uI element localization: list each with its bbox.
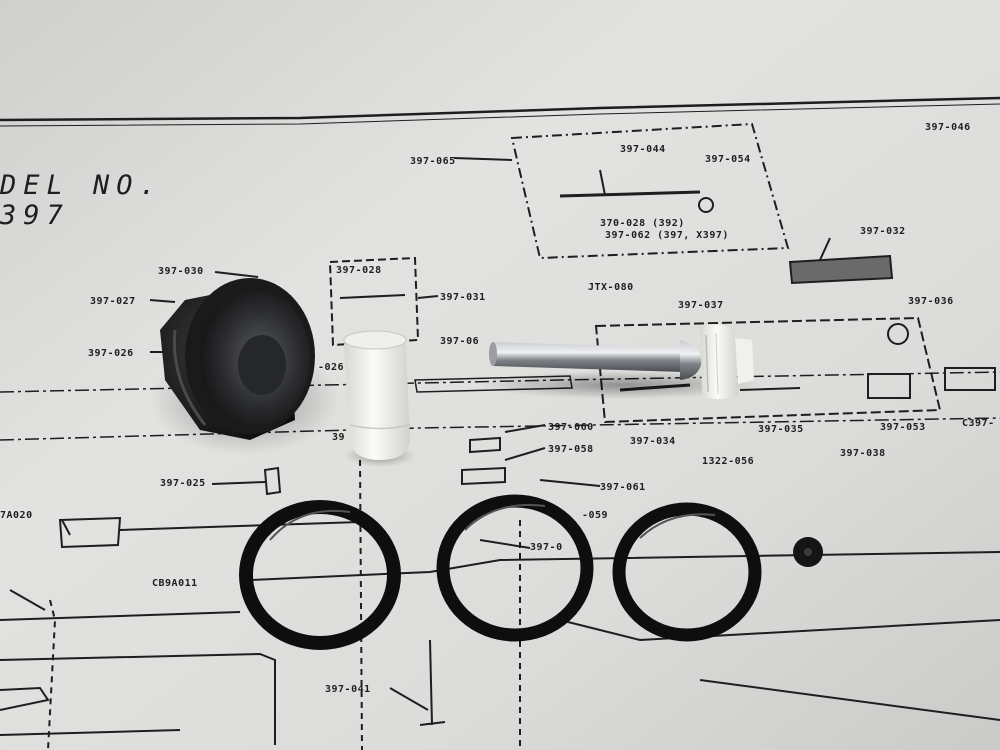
part-label: 397-046	[925, 122, 971, 133]
o-ring-large	[239, 500, 401, 650]
o-ring-tiny	[793, 537, 823, 567]
part-label: -026	[318, 362, 345, 373]
part-label: 397-028	[336, 265, 382, 276]
part-label: 397-058	[548, 444, 594, 455]
part-label: -059	[582, 510, 609, 521]
part-label: 397-030	[158, 266, 204, 277]
part-label: 397-041	[325, 684, 371, 695]
part-label: 397-062 (397, X397)	[605, 230, 729, 241]
part-label: 7A020	[0, 510, 33, 521]
part-label: 370-028 (392)	[600, 218, 685, 229]
model-heading-line-1: DEL NO.	[0, 170, 163, 201]
part-label: 397-0	[530, 542, 563, 553]
part-label: 397-034	[630, 436, 676, 447]
part-label: 397-032	[860, 226, 906, 237]
part-label: 397-065	[410, 156, 456, 167]
model-heading-line-2: 397	[0, 200, 70, 231]
part-label: C397-	[962, 418, 995, 429]
white-spacer-cylinder	[343, 330, 415, 467]
part-label: 397-025	[160, 478, 206, 489]
part-label: 397-060	[548, 422, 594, 433]
o-ring-middle	[436, 494, 594, 642]
part-label: 397-053	[880, 422, 926, 433]
part-label: 397-026	[88, 348, 134, 359]
part-label: 1322-056	[702, 456, 755, 467]
steel-valve-stem	[480, 324, 760, 400]
part-label: 397-044	[620, 144, 666, 155]
part-label: 397-038	[840, 448, 886, 459]
part-label: 397-061	[600, 482, 646, 493]
part-label: 397-027	[90, 296, 136, 307]
part-label: 397-06	[440, 336, 480, 347]
rubber-cup-seal	[150, 278, 340, 455]
part-label: 39	[332, 432, 346, 443]
part-label: 397-054	[705, 154, 751, 165]
part-label: JTX-080	[588, 282, 634, 293]
part-label: 397-036	[908, 296, 954, 307]
part-label: 397-037	[678, 300, 724, 311]
o-ring-right	[612, 502, 762, 642]
part-label: 397-035	[758, 424, 804, 435]
part-label: 397-031	[440, 292, 486, 303]
part-label: CB9A011	[152, 578, 198, 589]
